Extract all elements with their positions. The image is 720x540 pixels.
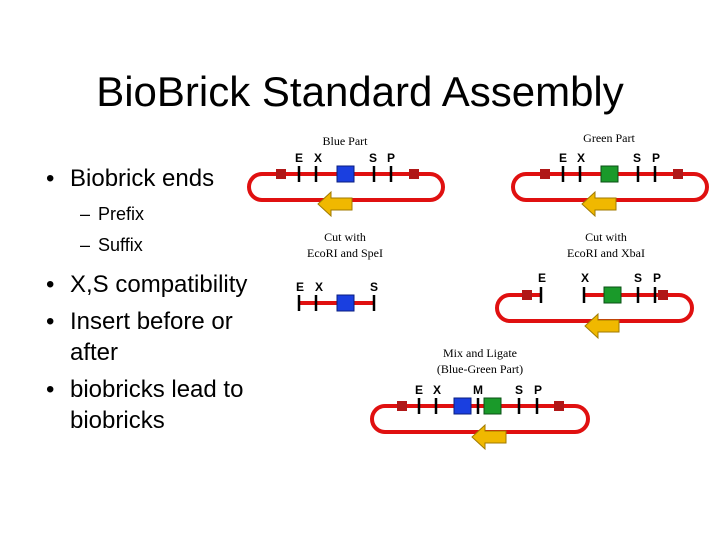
direction-arrow-icon — [581, 191, 617, 217]
site-label-m: M — [473, 383, 483, 397]
green-part-block — [483, 397, 502, 415]
slide-title: BioBrick Standard Assembly — [96, 68, 624, 115]
caption-cut-xba-line1: Cut with — [585, 230, 627, 244]
site-label-x: X — [433, 383, 441, 397]
caption-blue-part: Blue Part — [323, 134, 369, 148]
site-label-p: P — [534, 383, 542, 397]
site-label-p: P — [653, 271, 661, 285]
caption-ligate-line2: (Blue-Green Part) — [437, 362, 523, 376]
caption-ligate-line1: Mix and Ligate — [443, 346, 517, 360]
caption-cut-spe-line1: Cut with — [324, 230, 366, 244]
green-part-block — [600, 165, 619, 183]
site-label-e: E — [415, 383, 423, 397]
site-label-e: E — [559, 151, 567, 165]
caption-green-part: Green Part — [583, 131, 635, 145]
blue-part-block — [336, 294, 355, 312]
plasmid-blue-green — [370, 397, 590, 450]
site-label-e: E — [296, 280, 304, 294]
green-part-block — [603, 286, 622, 304]
direction-arrow-icon — [471, 424, 507, 450]
direction-arrow-icon — [584, 313, 620, 339]
site-label-s: S — [634, 271, 642, 285]
bullet-lead: biobricks lead to biobricks — [44, 374, 259, 436]
plasmid-green-part — [511, 165, 709, 217]
sub-bullet-suffix: Suffix — [44, 231, 259, 259]
site-label-e: E — [295, 151, 303, 165]
site-label-x: X — [581, 271, 589, 285]
sub-bullet-prefix: Prefix — [44, 200, 259, 228]
bullet-compatibility: X,S compatibility — [44, 269, 259, 300]
bullet-insert: Insert before or after — [44, 306, 259, 368]
sub-bullet-list: Prefix Suffix — [44, 200, 259, 259]
fragment-blue-cut — [297, 294, 376, 312]
bullet-list: Biobrick ends Prefix Suffix X,S compatib… — [44, 163, 259, 442]
blue-part-block — [336, 165, 355, 183]
site-label-p: P — [652, 151, 660, 165]
caption-cut-xba-line2: EcoRI and XbaI — [567, 246, 645, 260]
site-label-e: E — [538, 271, 546, 285]
plasmid-blue-part — [247, 165, 445, 217]
plasmid-green-cut — [495, 286, 694, 339]
bullet-biobrick-ends: Biobrick ends — [44, 163, 259, 194]
caption-cut-spe-line2: EcoRI and SpeI — [307, 246, 383, 260]
blue-part-block — [453, 397, 472, 415]
site-label-s: S — [633, 151, 641, 165]
site-label-x: X — [577, 151, 585, 165]
site-label-s: S — [370, 280, 378, 294]
site-label-s: S — [515, 383, 523, 397]
site-label-p: P — [387, 151, 395, 165]
site-label-x: X — [315, 280, 323, 294]
site-label-x: X — [314, 151, 322, 165]
direction-arrow-icon — [317, 191, 353, 217]
site-label-s: S — [369, 151, 377, 165]
